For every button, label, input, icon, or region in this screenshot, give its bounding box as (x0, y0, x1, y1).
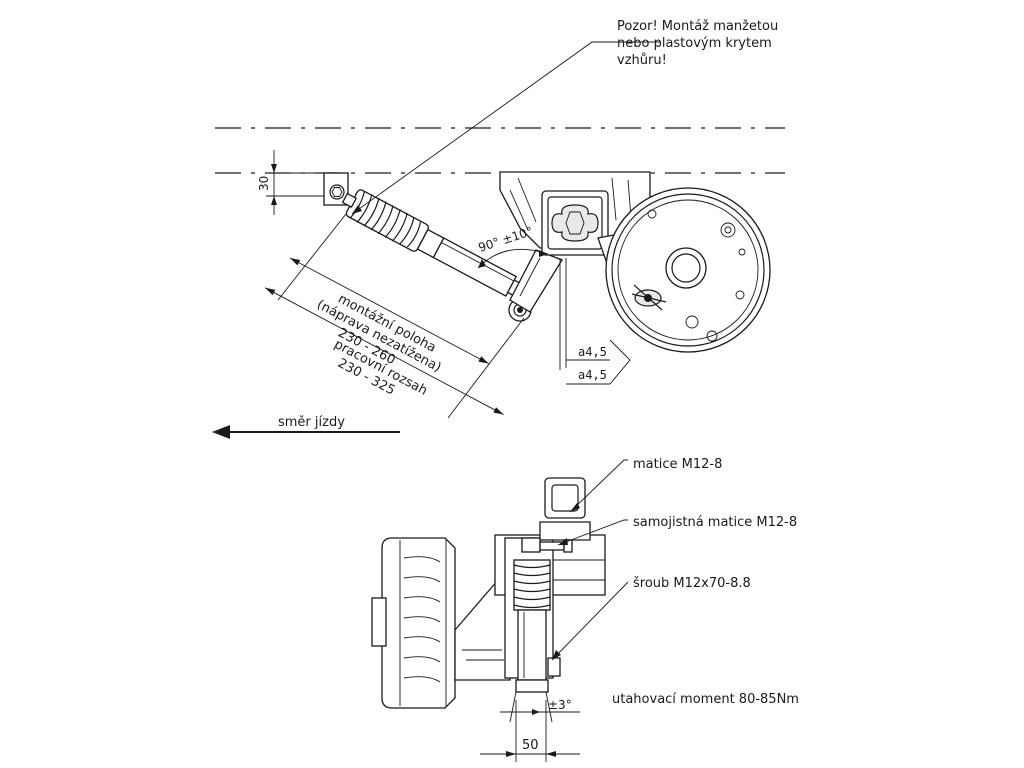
brake-drum (605, 187, 771, 353)
warning-line-1: Pozor! Montáž manžetou (617, 19, 778, 34)
ext-line-1 (277, 213, 347, 301)
bottom-view: matice M12-8 samojistná matice M12-8 šro… (371, 457, 799, 762)
warning-line-3: vzhůru! (617, 53, 667, 68)
damper-bellows (345, 189, 429, 252)
weld-symbols: a4,5 a4,5 (559, 258, 631, 385)
callout-locknut: samojistná matice M12-8 (633, 515, 797, 530)
frame-bracket (539, 477, 591, 541)
tolerance-angle: ±3° (500, 691, 580, 723)
warning-leader (351, 41, 660, 215)
dimension-50: 50 (480, 700, 580, 762)
ext-line-2 (447, 317, 525, 419)
angle-label: 90° ±10° (477, 224, 535, 255)
axle-lever (509, 249, 563, 313)
callout-leaders (551, 459, 629, 661)
drum-side-view (371, 537, 456, 709)
weld-symbol-1: a4,5 (578, 345, 607, 359)
brake-cable-fitting (631, 284, 667, 311)
weld-symbol-2: a4,5 (578, 368, 607, 382)
torsion-axle-tube (541, 190, 609, 256)
upper-nut (521, 537, 573, 553)
dim-50-label: 50 (522, 738, 539, 753)
damper-side (513, 559, 551, 693)
callout-bolt: šroub M12x70-8.8 (633, 576, 751, 591)
direction-label: směr jízdy (278, 415, 345, 430)
driving-direction-arrow (212, 425, 400, 439)
callout-nut: matice M12-8 (633, 457, 722, 472)
lower-nut (547, 657, 561, 677)
dimension-30: 30 (257, 150, 330, 215)
top-view: 30 (212, 19, 785, 439)
callout-torque: utahovací moment 80-85Nm (612, 692, 799, 707)
dim-30-label: 30 (257, 176, 271, 191)
tolerance-label: ±3° (548, 698, 572, 712)
warning-line-2: nebo plastovým krytem (617, 36, 772, 51)
